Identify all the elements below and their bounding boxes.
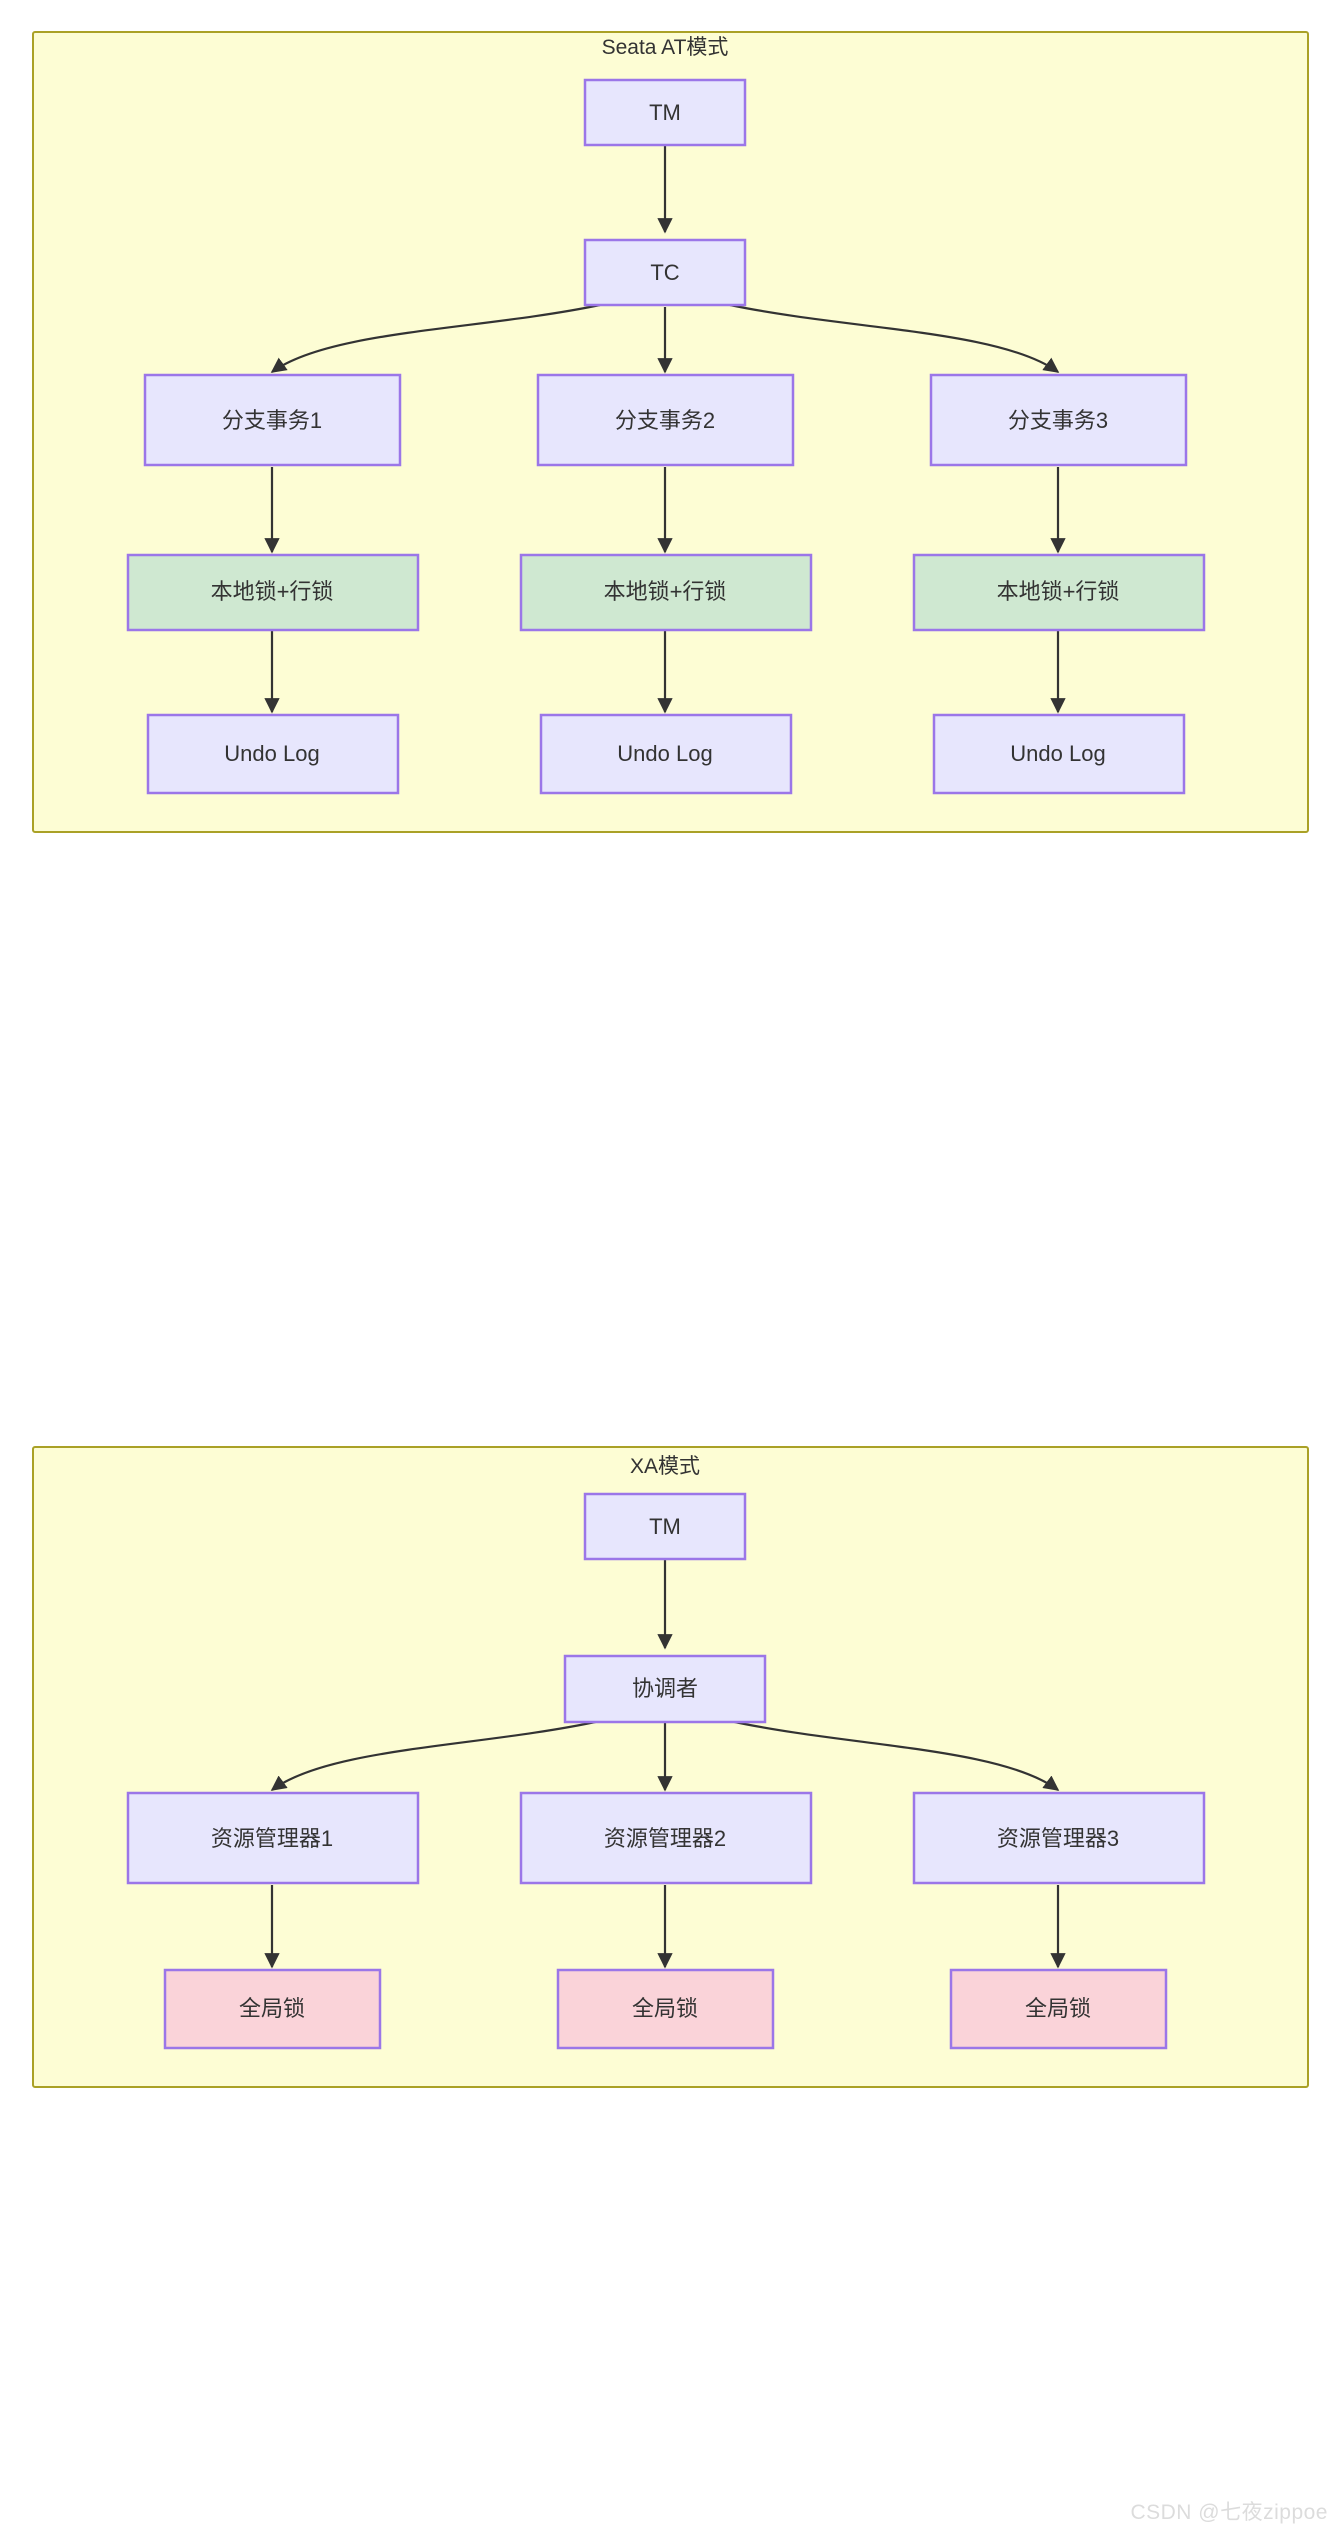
node-branch-1-label: 分支事务1 bbox=[222, 408, 322, 433]
node-xa-tm[interactable]: TM bbox=[583, 1492, 747, 1561]
node-local-lock-2-label: 本地锁+行锁 bbox=[604, 579, 727, 604]
xa-diagram: XA模式 TM 协调者 资源管理器1 资源管理器2 资源管 bbox=[32, 1446, 1309, 2088]
node-branch-2[interactable]: 分支事务2 bbox=[536, 373, 795, 467]
node-global-lock-2[interactable]: 全局锁 bbox=[556, 1968, 775, 2050]
edge-coordinator-rm1 bbox=[270, 1719, 601, 1791]
node-coordinator-label: 协调者 bbox=[632, 1676, 698, 1701]
node-undo-log-3-label: Undo Log bbox=[1010, 741, 1105, 766]
node-local-lock-1[interactable]: 本地锁+行锁 bbox=[126, 553, 420, 632]
edge-tc-branch1 bbox=[270, 303, 601, 373]
node-branch-1[interactable]: 分支事务1 bbox=[143, 373, 402, 467]
node-global-lock-2-label: 全局锁 bbox=[632, 1996, 698, 2021]
node-local-lock-3[interactable]: 本地锁+行锁 bbox=[912, 553, 1206, 632]
panel-xa bbox=[32, 1446, 1309, 2088]
panel-title-seata-at: Seata AT模式 bbox=[602, 36, 729, 59]
node-global-lock-3[interactable]: 全局锁 bbox=[949, 1968, 1168, 2050]
node-global-lock-1[interactable]: 全局锁 bbox=[163, 1968, 382, 2050]
node-tc-label: TC bbox=[650, 260, 679, 285]
node-global-lock-3-label: 全局锁 bbox=[1025, 1996, 1091, 2021]
node-tc[interactable]: TC bbox=[583, 238, 747, 307]
node-branch-3-label: 分支事务3 bbox=[1008, 408, 1108, 433]
node-undo-log-1[interactable]: Undo Log bbox=[146, 713, 400, 795]
node-branch-2-label: 分支事务2 bbox=[615, 408, 715, 433]
node-resource-manager-1[interactable]: 资源管理器1 bbox=[126, 1791, 420, 1885]
edge-tc-branch3 bbox=[729, 303, 1060, 373]
node-local-lock-3-label: 本地锁+行锁 bbox=[997, 579, 1120, 604]
seata-at-diagram: Seata AT模式 TM TC 分支事务1 分支事务2 bbox=[32, 31, 1309, 833]
node-resource-manager-1-label: 资源管理器1 bbox=[211, 1826, 333, 1851]
node-tm[interactable]: TM bbox=[583, 78, 747, 147]
node-xa-tm-label: TM bbox=[649, 1514, 681, 1539]
node-tm-label: TM bbox=[649, 100, 681, 125]
node-resource-manager-3-label: 资源管理器3 bbox=[997, 1826, 1119, 1851]
node-undo-log-1-label: Undo Log bbox=[224, 741, 319, 766]
node-resource-manager-2-label: 资源管理器2 bbox=[604, 1826, 726, 1851]
node-coordinator[interactable]: 协调者 bbox=[563, 1654, 767, 1724]
panel-title-xa: XA模式 bbox=[630, 1455, 700, 1478]
node-undo-log-2-label: Undo Log bbox=[617, 741, 712, 766]
node-local-lock-2[interactable]: 本地锁+行锁 bbox=[519, 553, 813, 632]
csdn-watermark: CSDN @七夜zippoe bbox=[1130, 2501, 1328, 2524]
node-local-lock-1-label: 本地锁+行锁 bbox=[211, 579, 334, 604]
node-undo-log-3[interactable]: Undo Log bbox=[932, 713, 1186, 795]
node-global-lock-1-label: 全局锁 bbox=[239, 1996, 305, 2021]
node-undo-log-2[interactable]: Undo Log bbox=[539, 713, 793, 795]
edge-coordinator-rm3 bbox=[729, 1719, 1060, 1791]
node-branch-3[interactable]: 分支事务3 bbox=[929, 373, 1188, 467]
node-resource-manager-2[interactable]: 资源管理器2 bbox=[519, 1791, 813, 1885]
node-resource-manager-3[interactable]: 资源管理器3 bbox=[912, 1791, 1206, 1885]
